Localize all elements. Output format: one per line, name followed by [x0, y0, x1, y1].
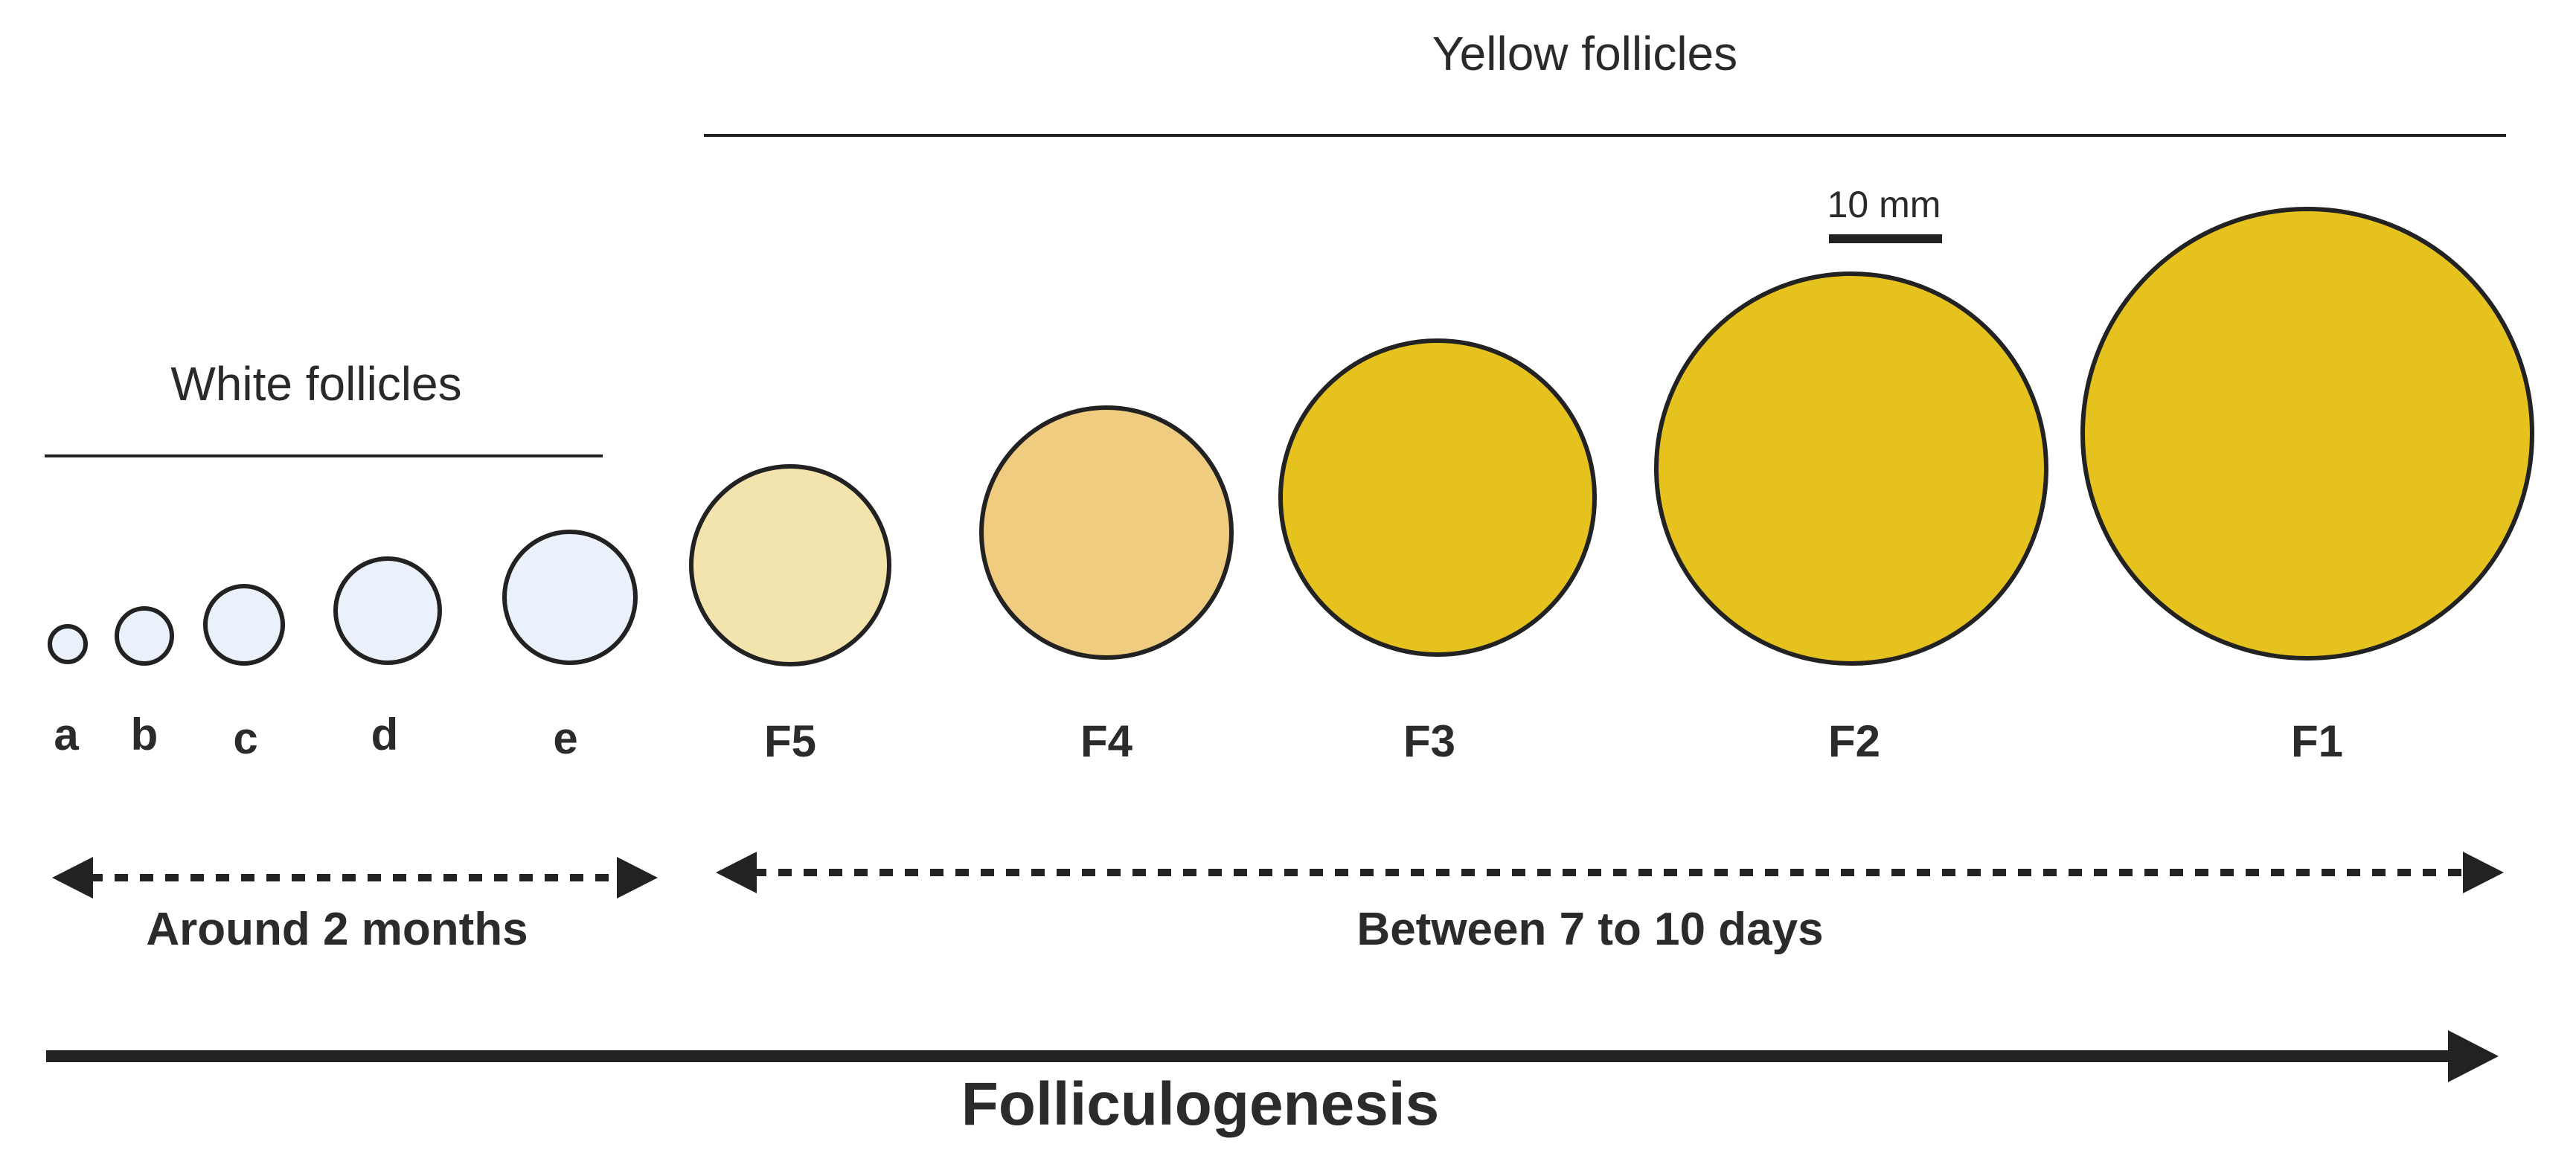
follicle-labels: a b c d e F5 F4 F3 F2 F1 — [54, 710, 2343, 766]
white-span-arrowhead-right — [617, 857, 658, 899]
folliculogenesis-arrow — [46, 1030, 2499, 1082]
follicle-f5 — [689, 464, 891, 666]
white-span-arrow — [52, 857, 658, 899]
follicle-label-f5: F5 — [764, 716, 816, 766]
white-span-arrowhead-left — [52, 857, 93, 899]
scale-bar-label: 10 mm — [1827, 184, 1941, 225]
yellow-span-arrow — [716, 852, 2504, 893]
follicle-label-c: c — [233, 713, 257, 763]
follicle-b — [115, 606, 174, 666]
follicle-label-f4: F4 — [1080, 716, 1133, 766]
follicle-label-a: a — [54, 710, 79, 759]
white-span-label: Around 2 months — [146, 904, 528, 955]
follicle-d — [333, 556, 442, 665]
follicle-a — [48, 624, 88, 664]
follicle-f4 — [979, 405, 1234, 660]
follicle-label-b: b — [131, 710, 158, 759]
follicle-f1 — [2080, 207, 2534, 661]
yellow-span-label: Between 7 to 10 days — [1356, 904, 1823, 955]
follicle-label-f1: F1 — [2291, 716, 2343, 766]
follicle-label-f2: F2 — [1828, 716, 1880, 766]
folliculogenesis-label: Folliculogenesis — [961, 1070, 1439, 1138]
yellow-span-arrowhead-right — [2463, 852, 2504, 893]
follicle-f3 — [1278, 338, 1597, 657]
folliculogenesis-arrowhead — [2448, 1030, 2499, 1082]
follicle-c — [203, 584, 285, 666]
follicle-f2 — [1654, 271, 2048, 666]
white-follicles-title: White follicles — [170, 357, 461, 411]
yellow-span-arrowhead-left — [716, 852, 757, 893]
follicle-label-d: d — [371, 710, 399, 759]
yellow-follicles-title: Yellow follicles — [1432, 27, 1737, 80]
follicle-label-e: e — [553, 713, 577, 763]
follicle-e — [502, 530, 638, 665]
follicle-label-f3: F3 — [1403, 716, 1455, 766]
follicle-series — [48, 207, 2534, 666]
